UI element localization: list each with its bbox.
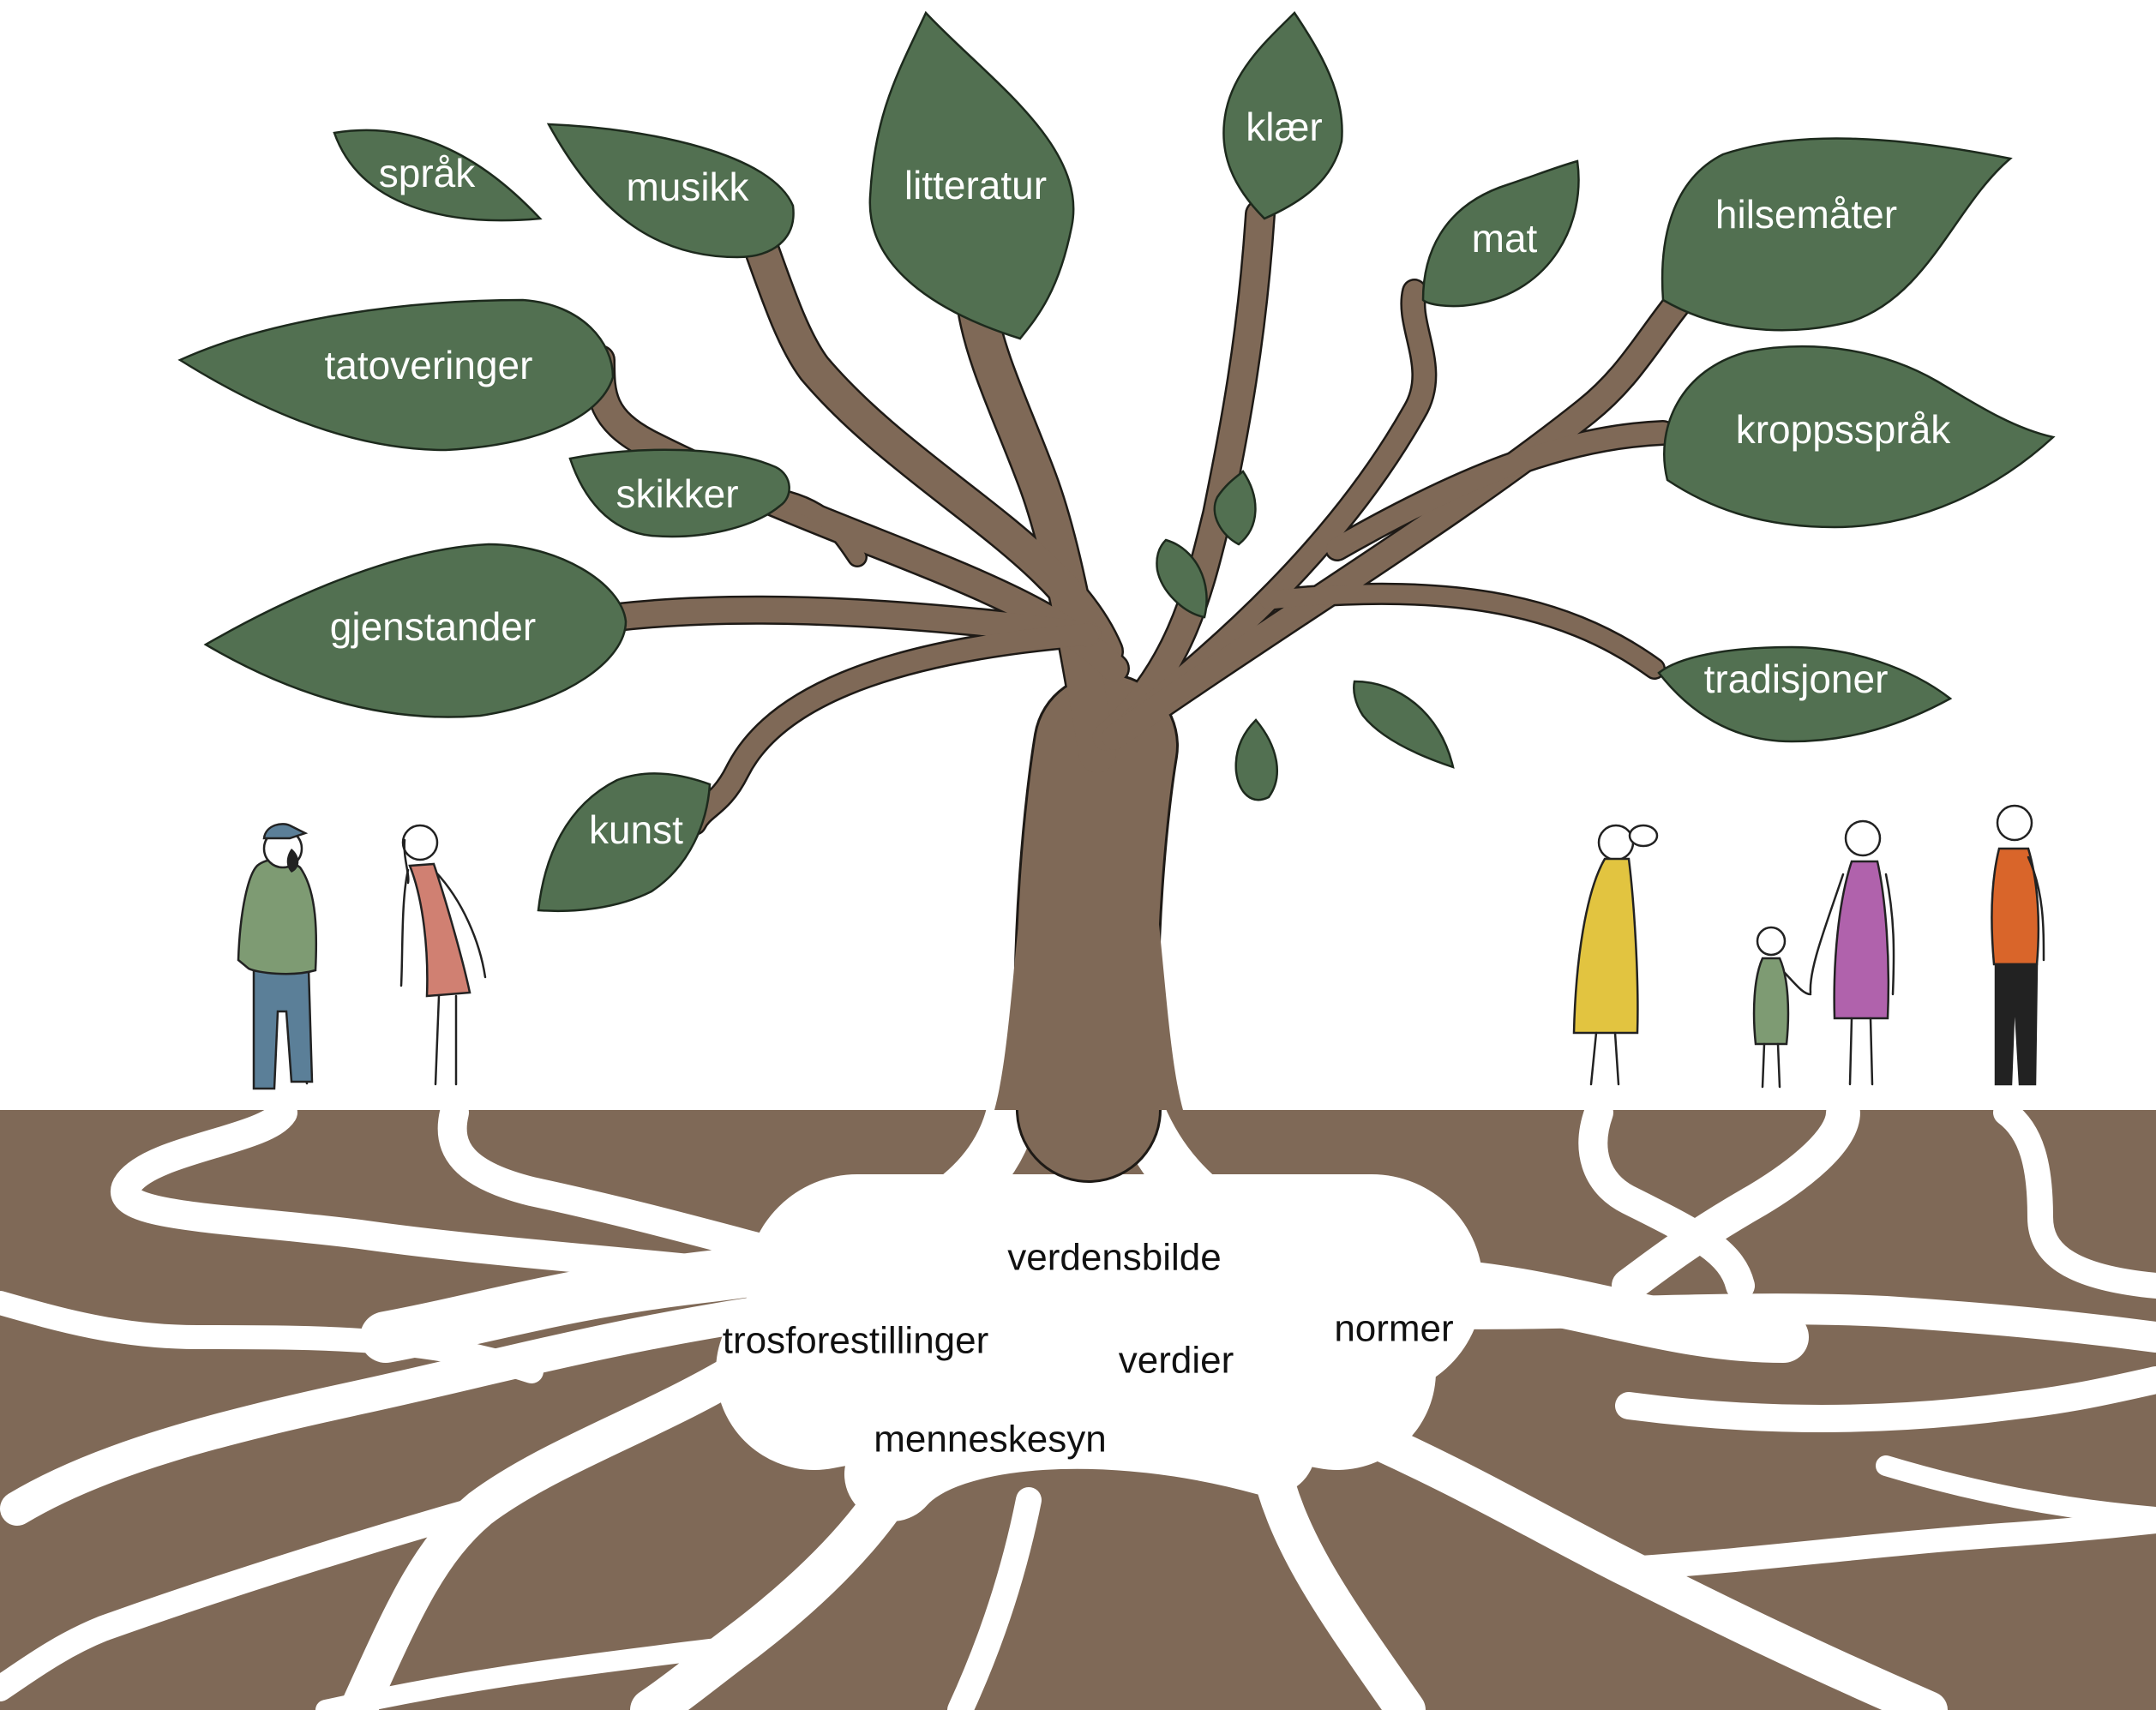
leaf-label-gjenstander: gjenstander bbox=[330, 604, 536, 649]
leaf-label-tatoveringer: tatoveringer bbox=[325, 343, 533, 387]
root-label-verdensbilde: verdensbilde bbox=[1007, 1237, 1222, 1279]
leaf-tradisjoner: tradisjoner bbox=[1657, 645, 1953, 743]
leaf-hilsemater: hilsemåter bbox=[1661, 137, 2013, 332]
root-label-menneskesyn: menneskesyn bbox=[874, 1419, 1106, 1461]
leaf-mat: mat bbox=[1421, 159, 1580, 308]
leaf-label-litteratur: litteratur bbox=[904, 163, 1047, 207]
leaf-sprak: språk bbox=[333, 129, 543, 222]
person-woman-purple-dress bbox=[1809, 819, 1895, 1086]
falling-leaves bbox=[1156, 470, 1455, 801]
leaf-label-sprak: språk bbox=[379, 151, 476, 195]
leaf-kunst: kunst bbox=[537, 772, 712, 913]
leaf-label-tradisjoner: tradisjoner bbox=[1704, 657, 1889, 701]
leaf-skikker: skikker bbox=[568, 448, 790, 538]
person-child-green bbox=[1752, 926, 1812, 1089]
falling-leaf-3 bbox=[1353, 680, 1455, 769]
tree-branches bbox=[585, 188, 1695, 1183]
root-label-verdier: verdier bbox=[1119, 1340, 1234, 1382]
person-man-orange-shirt bbox=[1991, 804, 2045, 1086]
soil bbox=[0, 1089, 2156, 1710]
leaf-musikk: musikk bbox=[546, 123, 795, 259]
leaf-klaer: klær bbox=[1222, 11, 1343, 220]
root-label-trosforestillinger: trosforestillinger bbox=[723, 1320, 989, 1362]
leaf-tatoveringer: tatoveringer bbox=[177, 298, 615, 452]
leaf-label-mat: mat bbox=[1472, 216, 1538, 261]
falling-leaf-2 bbox=[1156, 538, 1208, 619]
person-man-with-cap bbox=[237, 823, 318, 1090]
root-label-normer: normer bbox=[1334, 1308, 1453, 1350]
leaf-kroppssprak: kroppsspråk bbox=[1663, 345, 2056, 529]
leaf-label-kunst: kunst bbox=[589, 807, 683, 852]
root-labels: verdensbilde trosforestillinger verdier … bbox=[723, 1237, 1454, 1461]
leaf-label-skikker: skikker bbox=[616, 471, 738, 516]
leaf-label-klaer: klær bbox=[1246, 105, 1322, 149]
people bbox=[237, 804, 2045, 1090]
labeled-leaves: språk musikk litteratur klær mat hilsemå… bbox=[177, 10, 2056, 913]
person-woman-yellow-dress bbox=[1572, 824, 1659, 1086]
leaf-label-hilsemater: hilsemåter bbox=[1715, 192, 1897, 237]
leaf-label-kroppssprak: kroppsspråk bbox=[1736, 407, 1952, 452]
leaf-litteratur: litteratur bbox=[868, 10, 1075, 340]
falling-leaf-4 bbox=[1234, 718, 1279, 801]
person-woman-pink-dress bbox=[399, 824, 487, 1086]
leaf-label-musikk: musikk bbox=[626, 165, 749, 209]
falling-leaf-1 bbox=[1213, 470, 1257, 546]
leaf-gjenstander: gjenstander bbox=[203, 543, 628, 718]
